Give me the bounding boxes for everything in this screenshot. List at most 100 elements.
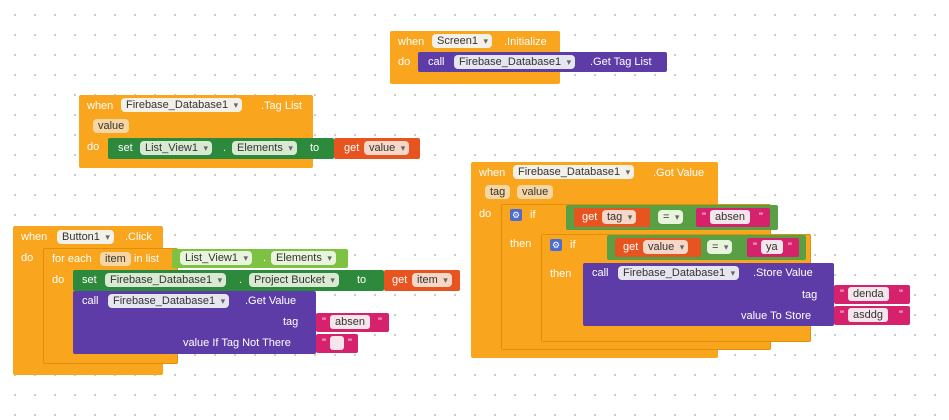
elements-property-dropdown[interactable]: Elements: [232, 141, 297, 155]
compare-tag-block[interactable]: get tag = " absen ": [566, 205, 778, 230]
open-quote: ": [840, 288, 844, 300]
text-denda-block[interactable]: " denda ": [834, 285, 910, 304]
equals-operator-dropdown[interactable]: =: [658, 210, 684, 224]
open-quote: ": [322, 337, 326, 349]
if-label: if: [530, 209, 536, 221]
tag-variable-dropdown[interactable]: tag: [602, 210, 637, 224]
text-input-absen[interactable]: absen: [330, 315, 370, 329]
get-label: get: [582, 211, 598, 223]
firebase-component-dropdown[interactable]: Firebase_Database1: [121, 98, 243, 112]
do-label: do: [52, 274, 65, 286]
set-label: set: [118, 142, 133, 154]
firebase-component-dropdown[interactable]: Firebase_Database1: [105, 273, 227, 287]
value-variable-dropdown[interactable]: value: [364, 141, 410, 155]
equals-operator-dropdown[interactable]: =: [707, 240, 733, 254]
open-quote: ": [322, 316, 326, 328]
text-input-asddg[interactable]: asddg: [848, 308, 888, 322]
call-label: call: [428, 56, 445, 68]
do-label: do: [87, 141, 100, 153]
text-input-empty[interactable]: [330, 336, 344, 350]
get-label: get: [623, 241, 639, 253]
then-label: then: [510, 238, 532, 250]
to-label: to: [357, 274, 367, 286]
mutator-gear-icon[interactable]: ⚙: [550, 239, 562, 251]
firebase-component-dropdown[interactable]: Firebase_Database1: [618, 266, 740, 280]
text-absen-block[interactable]: " absen ": [316, 313, 389, 332]
dot-separator: .: [239, 274, 243, 286]
tag-socket-label: tag: [802, 289, 818, 301]
elements-property-dropdown[interactable]: Elements: [271, 251, 336, 265]
set-project-bucket-block[interactable]: set Firebase_Database1 . Project Bucket …: [73, 270, 384, 291]
firebase-component-dropdown[interactable]: Firebase_Database1: [454, 55, 576, 69]
text-empty-block[interactable]: " ": [316, 334, 358, 353]
close-quote: ": [899, 288, 903, 300]
text-asddg-block[interactable]: " asddg ": [834, 306, 910, 325]
close-quote: ": [348, 337, 352, 349]
mutator-gear-icon[interactable]: ⚙: [510, 209, 522, 221]
get-value-block[interactable]: get value: [334, 138, 420, 159]
then-label: then: [550, 268, 572, 280]
get-value-method-label: .Get Value: [245, 295, 297, 307]
get-item-block[interactable]: get item: [384, 270, 460, 291]
dot-separator: .: [223, 142, 227, 154]
tag-list-event-label: .Tag List: [261, 100, 302, 112]
do-label: do: [21, 252, 34, 264]
get-label: get: [392, 274, 408, 286]
list-view-dropdown[interactable]: List_View1: [180, 251, 252, 265]
value-parameter[interactable]: value: [517, 185, 554, 199]
open-quote: ": [753, 241, 757, 253]
firebase-component-dropdown[interactable]: Firebase_Database1: [513, 165, 635, 179]
store-value-call-block[interactable]: call Firebase_Database1 .Store Value tag…: [583, 263, 834, 326]
list-view-dropdown[interactable]: List_View1: [140, 141, 212, 155]
if-label: if: [570, 239, 576, 251]
value-parameter[interactable]: value: [93, 119, 130, 133]
when-label: when: [21, 231, 48, 243]
to-label: to: [310, 142, 320, 154]
do-label: do: [479, 208, 492, 220]
initialize-event-label: .Initialize: [504, 36, 547, 48]
call-label: call: [592, 267, 609, 279]
open-quote: ": [840, 309, 844, 321]
when-label: when: [479, 167, 506, 179]
click-event-label: .Click: [125, 231, 152, 243]
text-input-ya[interactable]: ya: [761, 240, 783, 254]
screen1-dropdown[interactable]: Screen1: [432, 34, 492, 48]
close-quote: ": [899, 309, 903, 321]
value-to-store-label: value To Store: [741, 310, 812, 322]
value-variable-dropdown[interactable]: value: [643, 240, 689, 254]
list-view-elements-getter[interactable]: List_View1 . Elements: [172, 249, 348, 268]
get-value-call-block[interactable]: call Firebase_Database1 .Get Value tag v…: [73, 291, 316, 354]
get-label: get: [344, 142, 360, 154]
do-label: do: [398, 56, 411, 68]
tag-parameter[interactable]: tag: [485, 185, 511, 199]
when-label: when: [398, 36, 425, 48]
get-tag-list-method-label: .Get Tag List: [590, 56, 652, 68]
set-label: set: [82, 274, 97, 286]
firebase-component-dropdown[interactable]: Firebase_Database1: [108, 294, 230, 308]
set-elements-block[interactable]: set List_View1 . Elements to: [108, 138, 334, 159]
item-variable-dropdown[interactable]: item: [412, 273, 452, 287]
close-quote: ": [378, 316, 382, 328]
text-input-denda[interactable]: denda: [848, 287, 889, 301]
button1-dropdown[interactable]: Button1: [57, 230, 114, 244]
value-if-tag-not-there-label: value If Tag Not There: [183, 337, 291, 349]
compare-value-block[interactable]: get value = " ya ": [607, 235, 806, 260]
item-parameter[interactable]: item: [100, 252, 131, 266]
call-label: call: [82, 295, 99, 307]
get-tag-block[interactable]: get tag: [574, 208, 650, 227]
text-absen-block[interactable]: " absen ": [696, 208, 770, 227]
get-value-block[interactable]: get value: [615, 238, 701, 257]
when-label: when: [87, 100, 114, 112]
text-input-absen[interactable]: absen: [710, 210, 750, 224]
open-quote: ": [702, 211, 706, 223]
close-quote: ": [788, 241, 792, 253]
got-value-event-label: .Got Value: [653, 167, 705, 179]
store-value-method-label: .Store Value: [753, 267, 813, 279]
close-quote: ": [759, 211, 763, 223]
text-ya-block[interactable]: " ya ": [747, 238, 799, 257]
in-list-label: in list: [134, 253, 160, 265]
get-tag-list-call-block[interactable]: call Firebase_Database1 .Get Tag List: [418, 52, 667, 72]
for-each-label: for each: [52, 253, 92, 265]
project-bucket-property-dropdown[interactable]: Project Bucket: [249, 273, 339, 287]
dot-separator: .: [263, 252, 267, 264]
